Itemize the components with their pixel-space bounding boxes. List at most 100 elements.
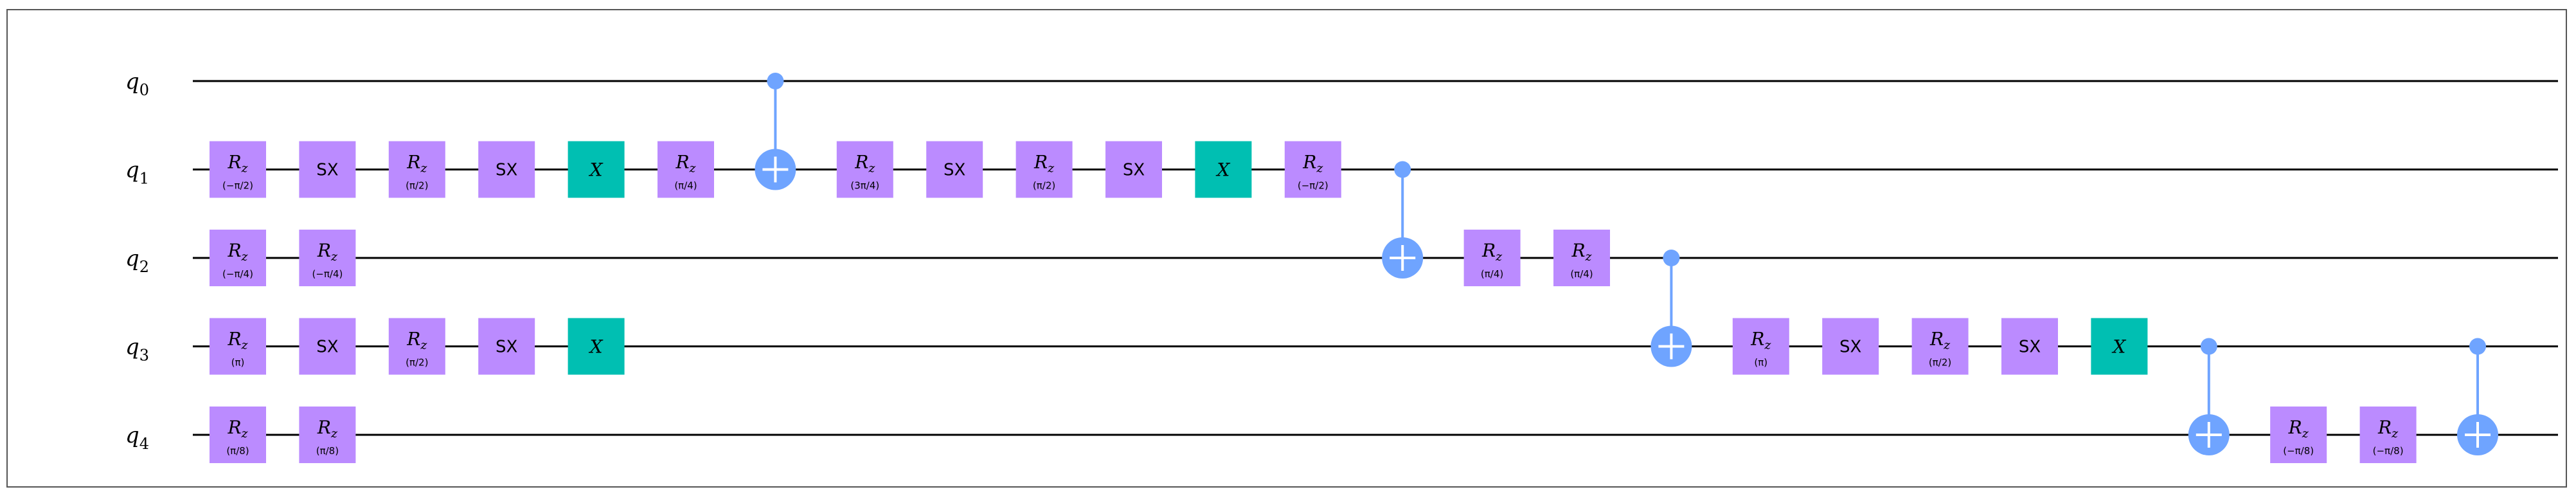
x-gate-box [568, 318, 625, 375]
rz-gate-param: (−π/2) [1298, 180, 1328, 192]
cnot-gate [1650, 250, 1692, 367]
rz-gate: Rz(−π/4) [299, 230, 356, 286]
rz-gate-label-sub: z [1943, 338, 1951, 352]
rz-gate-label-main: R [2377, 417, 2392, 438]
cnot-gate [755, 73, 796, 190]
rz-gate: Rz(π/4) [1553, 230, 1610, 286]
rz-gate-label-sub: z [1047, 161, 1055, 176]
x-gate: X [2091, 318, 2148, 375]
qubit-label-name: q [125, 246, 139, 271]
sx-gate: SX [1105, 141, 1162, 198]
rz-gate: Rz (π) [210, 318, 266, 375]
rz-gate-label: Rz [406, 329, 427, 352]
rz-gate: Rz(π/2) [388, 318, 445, 375]
rz-gate: Rz(π/2) [1015, 141, 1073, 198]
sx-gate: SX [299, 141, 356, 198]
rz-gate-param: (π/8) [316, 445, 339, 457]
sx-gate-label: SX [316, 338, 338, 357]
sx-gate-box [926, 141, 983, 198]
rz-gate: Rz (3π/4) [836, 141, 893, 198]
rz-gate-param: (−π/2) [222, 180, 253, 192]
qubit-label-index: 4 [139, 435, 149, 453]
rz-gate-box [1015, 141, 1073, 198]
x-gate-box [568, 141, 625, 198]
rz-gate-param: (−π/4) [222, 268, 253, 280]
x-gate-label: X [589, 160, 604, 181]
x-gate-label: X [589, 336, 604, 358]
qubit-label-name: q [125, 158, 139, 183]
rz-gate-label-main: R [1571, 240, 1585, 261]
rz-gate-label-main: R [1302, 152, 1316, 173]
rz-gate: Rz(−π/4) [210, 230, 266, 286]
qubit-label-index: 3 [139, 347, 149, 365]
rz-gate: Rz (−π/2) [1284, 141, 1341, 198]
sx-gate-label: SX [496, 338, 517, 357]
qubit-label-name: q [125, 334, 139, 360]
rz-gate-label-main: R [227, 240, 241, 261]
rz-gate-label: Rz [227, 329, 248, 352]
sx-gate-label: SX [2019, 338, 2041, 357]
qubit-wires [193, 80, 2558, 436]
x-gate: X [568, 141, 625, 198]
rz-gate-label-main: R [406, 329, 420, 350]
sx-gate-label: SX [496, 161, 517, 180]
rz-gate-box [210, 141, 266, 198]
qubit-label-2: q2 [125, 246, 149, 276]
rz-gate-label: Rz [854, 152, 875, 176]
qubit-label-name: q [125, 69, 139, 95]
qubit-label-index: 0 [139, 81, 149, 99]
rz-gate-label: Rz [227, 417, 248, 441]
rz-gate: Rz(π/2) [388, 141, 445, 198]
rz-gate-label-main: R [1033, 152, 1048, 173]
qubit-label-3: q3 [125, 334, 149, 365]
rz-gate-label-sub: z [1585, 250, 1593, 264]
x-gate-label: X [1215, 160, 1230, 181]
rz-gate-label-main: R [406, 152, 420, 173]
rz-gate-label-main: R [1481, 240, 1496, 261]
rz-gate-label-sub: z [1316, 161, 1323, 176]
rz-gate-box [210, 230, 266, 286]
rz-gate-param: (π/2) [1929, 357, 1951, 369]
rz-gate-box [210, 407, 266, 463]
sx-gate-label: SX [1839, 338, 1861, 357]
rz-gate: Rz(π/4) [1463, 230, 1521, 286]
sx-gate-box [299, 141, 356, 198]
rz-gate-label-main: R [2288, 417, 2302, 438]
rz-gate: Rz(π/2) [1911, 318, 1969, 375]
qubit-label-name: q [125, 423, 139, 448]
rz-gate-label-sub: z [241, 338, 249, 352]
rz-gate-param: (π/4) [674, 180, 697, 192]
rz-gate-label: Rz [317, 417, 338, 441]
rz-gate-box [210, 318, 266, 375]
rz-gate-param: (3π/4) [850, 180, 879, 192]
rz-gate-box [299, 407, 356, 463]
rz-gate: Rz(π/8) [210, 407, 266, 463]
rz-gate-box [299, 230, 356, 286]
rz-gate-label-sub: z [241, 161, 249, 176]
cnot-control-dot [1663, 250, 1680, 266]
qubit-label-4: q4 [125, 423, 149, 453]
rz-gate-label-main: R [227, 329, 241, 350]
rz-gate-label-main: R [1750, 329, 1764, 350]
sx-gate: SX [478, 318, 535, 375]
rz-gate-param: (−π/4) [312, 268, 343, 280]
rz-gate-box [1284, 141, 1341, 198]
x-gate: X [568, 318, 625, 375]
rz-gate-param: (π) [231, 357, 245, 369]
rz-gate: Rz(π/4) [657, 141, 714, 198]
rz-gate-label: Rz [1033, 152, 1055, 176]
sx-gate-box [1822, 318, 1879, 375]
rz-gate-box [2359, 407, 2417, 463]
sx-gate-box [299, 318, 356, 375]
rz-gate-label-sub: z [420, 161, 427, 176]
rz-gate-label-main: R [227, 152, 241, 173]
rz-gate-box [388, 318, 445, 375]
rz-gate-label-main: R [317, 240, 331, 261]
rz-gate-box [388, 141, 445, 198]
rz-gate-label: Rz [2288, 417, 2309, 441]
rz-gate-label: Rz [2377, 417, 2399, 441]
